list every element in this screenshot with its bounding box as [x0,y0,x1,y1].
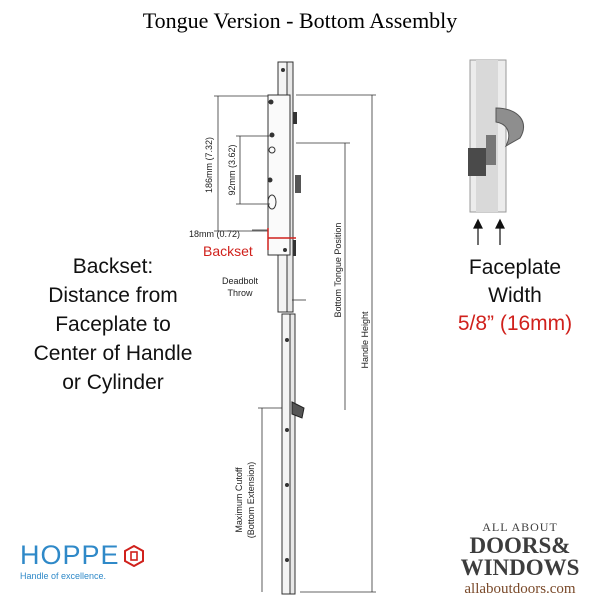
dimension-92-label: 92mm (3.62) [227,144,237,195]
backset-text-line: Distance from [48,284,178,307]
brand-windows: WINDOWS [460,555,580,580]
brand-url: allaboutdoors.com [464,581,576,597]
bottom-tongue-position-label: Bottom Tongue Position [333,223,343,318]
faceplate-photo [468,59,525,213]
hoppe-hexagon-icon [123,544,144,567]
dimension-18-label: 18mm (0.72) [189,229,240,239]
backset-text-line: or Cylinder [62,371,164,394]
backset-label: Backset [203,243,253,259]
faceplate-label: Faceplate [468,256,562,279]
hoppe-logo-block: HOPPE Handle of excellence. [20,540,170,581]
spindle-hole [268,146,276,154]
dimension-lines [214,94,376,593]
backset-text-line: Faceplate to [55,313,171,336]
dimension-186-label: 186mm (7.32) [204,137,214,193]
deadbolt-label: Deadbolt [222,276,259,286]
hoppe-wordmark: HOPPE [20,540,120,570]
page-title: Tongue Version - Bottom Assembly [142,8,458,33]
faceplate-width-value: 5/8” (16mm) [457,312,573,335]
bottom-extension-label: (Bottom Extension) [246,462,256,539]
faceplate-width-arrows [473,218,505,245]
handle-height-label: Handle Height [360,311,370,369]
lock-details [267,68,301,562]
faceplate-width-description: Faceplate Width 5/8” (16mm) [440,254,590,338]
backset-indicator [267,228,296,250]
allaboutdoors-logo: ALL ABOUT DOORS& WINDOWS allaboutdoors.c… [440,520,600,598]
lock-body [267,61,296,595]
maximum-cutoff-label: Maximum Cutoff [234,467,244,533]
brand-doors: DOORS& [469,533,571,558]
width-label: Width [488,284,542,307]
backset-description: Backset: Distance from Faceplate to Cent… [8,252,218,397]
hoppe-tagline: Handle of excellence. [20,571,107,581]
cylinder-hole [267,194,277,210]
brand-top-line: ALL ABOUT [482,520,558,534]
backset-heading: Backset: [72,255,154,278]
throw-label: Throw [227,288,253,298]
backset-text-line: Center of Handle [33,342,193,365]
tongue-hook [291,401,305,419]
